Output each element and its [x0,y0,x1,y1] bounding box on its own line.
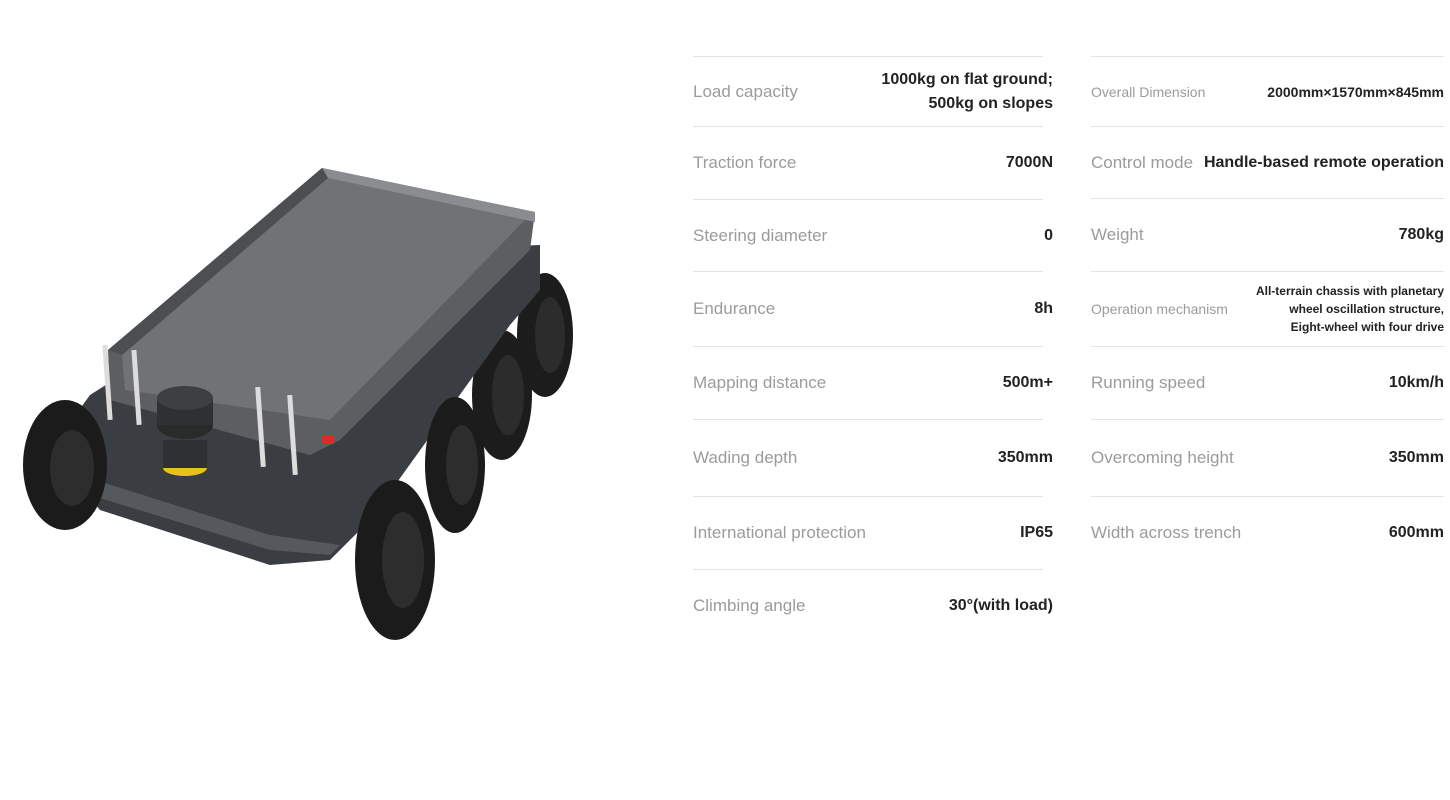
spec-row-mapping-distance: Mapping distance 500m+ [693,346,1053,419]
spec-value: 600mm [1388,524,1444,541]
spec-value: Handle-based remote operation [1203,153,1444,171]
spec-label: Endurance [693,299,776,318]
spec-label: Control mode [1091,152,1194,172]
spec-label: Mapping distance [693,373,827,392]
spec-row-endurance: Endurance 8h [693,271,1053,346]
spec-row-width-across-trench: Width across trench 600mm [1091,496,1444,569]
spec-row-running-speed: Running speed 10km/h [1091,346,1444,419]
front-wheels [23,397,485,640]
spec-value: IP65 [1020,524,1053,541]
rear-wheels [472,273,573,460]
spec-value: All-terrain chassis with planetary wheel… [1255,284,1444,334]
spec-value: 2000mm×1570mm×845mm [1267,83,1444,100]
spec-table-right: Overall Dimension 2000mm×1570mm×845mm Co… [1091,56,1444,569]
spec-label: Steering diameter [693,225,828,245]
spec-label: Wading depth [693,448,798,467]
spec-value: 500m+ [1002,374,1053,391]
spec-value: 780kg [1398,226,1444,243]
spec-row-climbing-angle: Climbing angle 30°(with load) [693,569,1053,642]
robot-chassis-image [23,168,573,640]
status-light [322,435,334,444]
antennas [102,344,298,476]
spec-row-weight: Weight 780kg [1091,198,1444,271]
spec-label: Climbing angle [693,596,806,615]
spec-label: Width across trench [1091,523,1242,542]
lidar-sensor [157,386,213,476]
spec-value: 30°(with load) [948,597,1053,614]
spec-label: Weight [1091,225,1144,244]
spec-value: 7000N [1005,154,1053,171]
spec-label: Operation mechanism [1091,301,1228,317]
spec-label: Running speed [1091,373,1206,392]
spec-row-traction-force: Traction force 7000N [693,126,1053,199]
spec-value: 10km/h [1388,374,1444,391]
spec-label: Overcoming height [1091,448,1234,467]
spec-value: 1000kg on flat ground; 500kg on slopes [881,70,1053,112]
spec-label: Traction force [693,153,797,172]
spec-value: 350mm [1388,449,1444,466]
spec-row-international-protection: International protection IP65 [693,496,1053,569]
spec-row-overcoming-height: Overcoming height 350mm [1091,419,1444,496]
spec-label: Load capacity [693,81,798,101]
spec-value: 0 [1044,226,1053,244]
spec-row-load-capacity: Load capacity 1000kg on flat ground; 500… [693,56,1053,126]
spec-row-operation-mechanism: Operation mechanism All-terrain chassis … [1091,271,1444,346]
spec-row-control-mode: Control mode Handle-based remote operati… [1091,126,1444,198]
spec-row-steering-diameter: Steering diameter 0 [693,199,1053,271]
spec-row-wading-depth: Wading depth 350mm [693,419,1053,496]
spec-label: International protection [693,523,866,542]
spec-table-left: Load capacity 1000kg on flat ground; 500… [693,56,1053,642]
spec-row-overall-dimension: Overall Dimension 2000mm×1570mm×845mm [1091,56,1444,126]
spec-value: 8h [1034,300,1053,317]
spec-label: Overall Dimension [1091,83,1206,100]
spec-value: 350mm [997,449,1053,466]
